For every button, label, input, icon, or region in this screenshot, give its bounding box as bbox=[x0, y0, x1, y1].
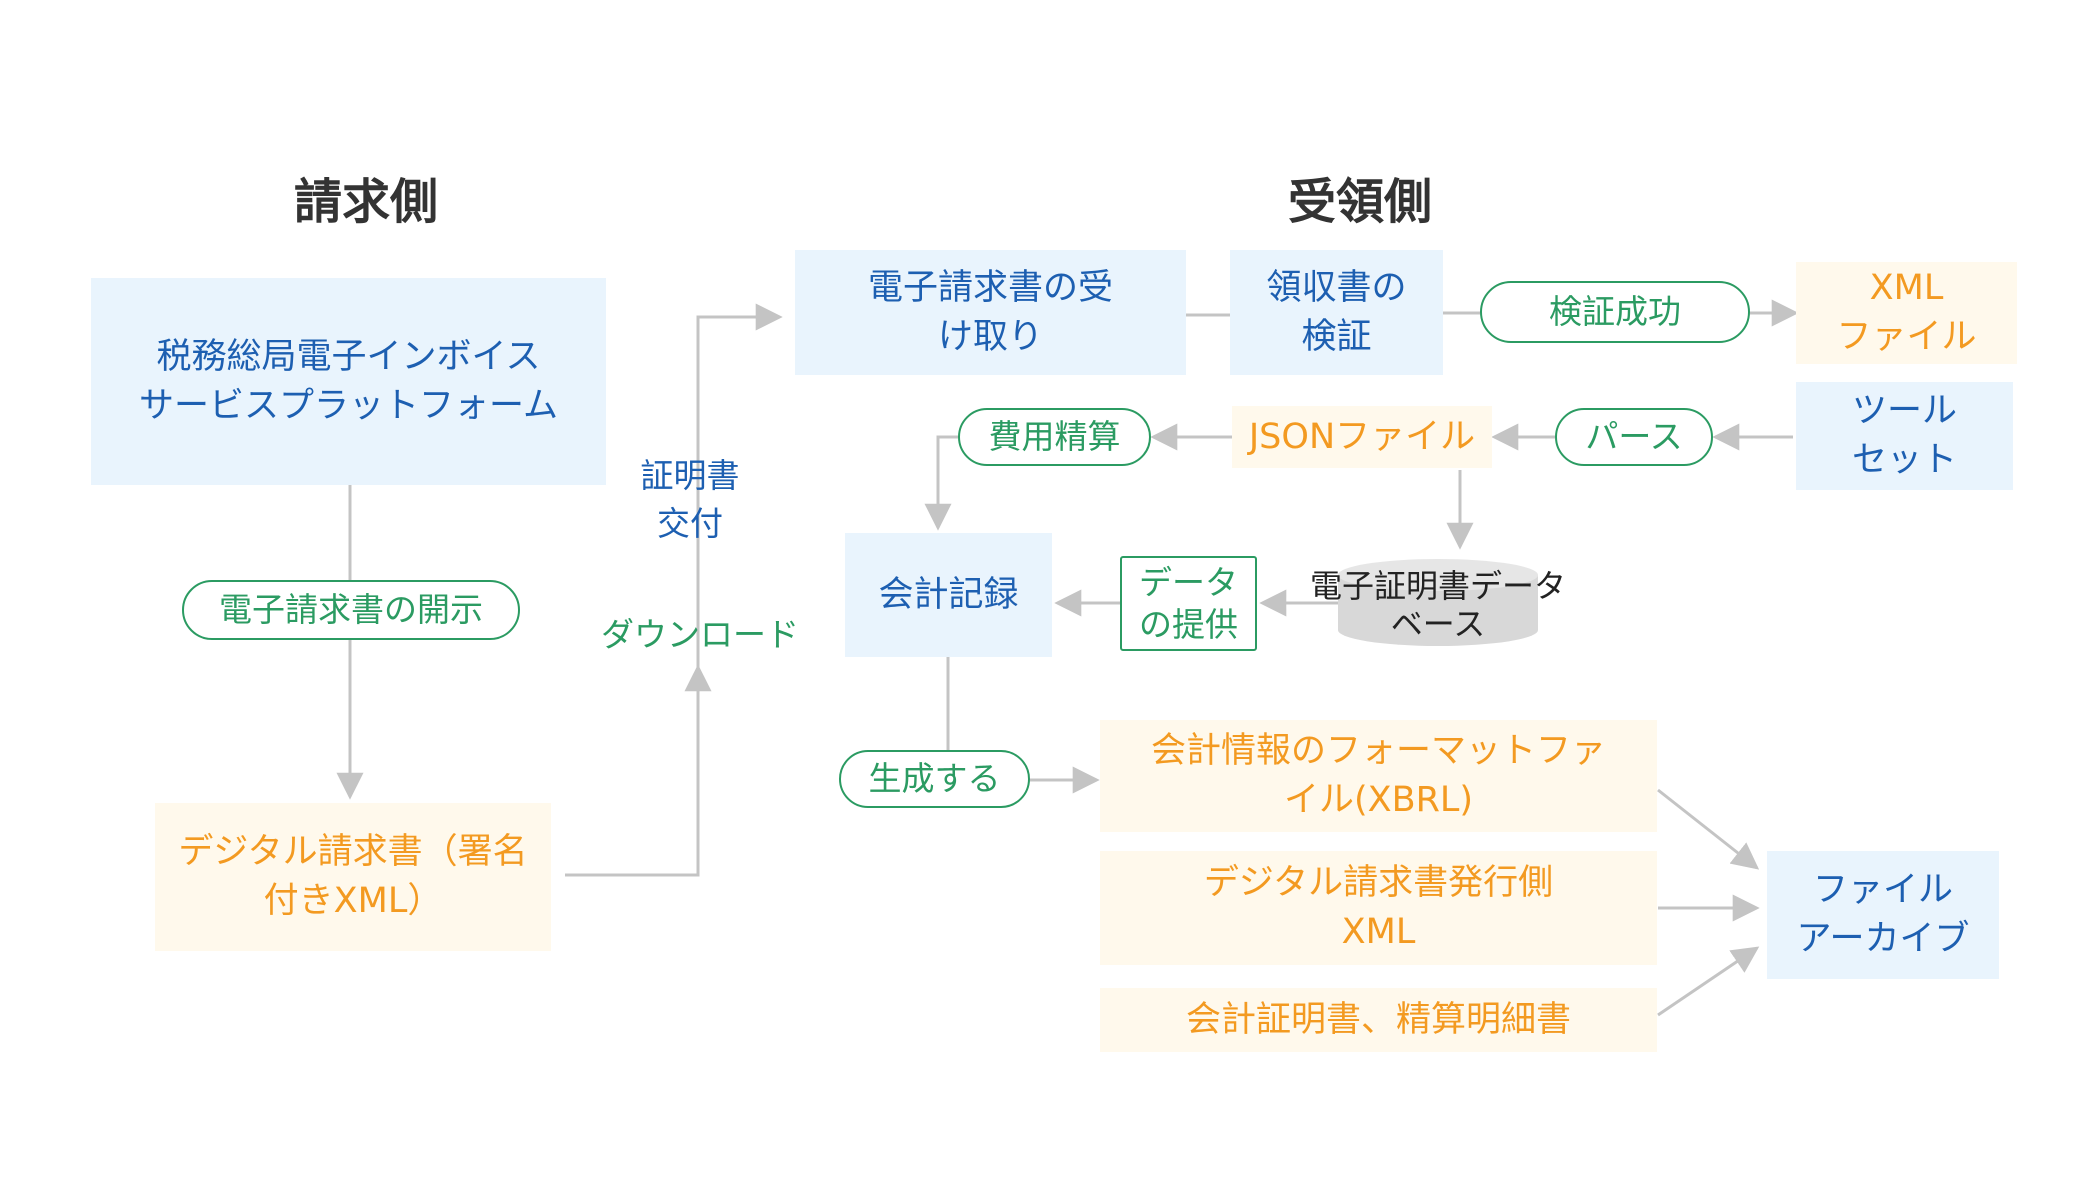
digital-invoice-signed-line-2: 付きXML） bbox=[263, 881, 443, 921]
verify-receipt-node: 領収書の 検証 bbox=[1230, 250, 1443, 375]
verify-success-node: 検証成功 bbox=[1480, 281, 1750, 343]
verify-success-label: 検証成功 bbox=[1549, 291, 1681, 331]
file-archive-line-2: アーカイブ bbox=[1796, 919, 1970, 959]
cert-issue-line-2: 交付 bbox=[657, 504, 723, 543]
digital-invoice-signed-node: デジタル請求書（署名 付きXML） bbox=[155, 803, 551, 951]
disclose-invoice-label: 電子請求書の開示 bbox=[219, 589, 483, 629]
receive-invoice-node: 電子請求書の受 け取り bbox=[795, 250, 1186, 375]
download-text: ダウンロード bbox=[601, 615, 799, 655]
xbrl-file-line-2: イル(XBRL) bbox=[1283, 780, 1474, 820]
provide-data-node: データ の提供 bbox=[1120, 556, 1257, 651]
json-file-node: JSONファイル bbox=[1232, 406, 1492, 468]
xml-file-line-2: ファイル bbox=[1836, 317, 1977, 357]
database-cylinder bbox=[1338, 559, 1538, 646]
generate-node: 生成する bbox=[839, 750, 1030, 808]
cert-issue-line-1: 証明書 bbox=[640, 456, 740, 496]
arrow-cert-to-archive bbox=[1657, 946, 1760, 1017]
toolset-line-2: セット bbox=[1851, 440, 1957, 480]
tax-platform-line-2: サービスプラットフォーム bbox=[139, 385, 558, 426]
issuer-xml-line-1: デジタル請求書発行側 bbox=[1203, 863, 1554, 903]
expense-settlement-label: 費用精算 bbox=[988, 416, 1121, 456]
toolset-line-1: ツール bbox=[1851, 391, 1957, 431]
download-label: ダウンロード bbox=[580, 610, 820, 660]
issuer-xml-node: デジタル請求書発行側 XML bbox=[1100, 851, 1657, 965]
arrow-invoice-to-receive bbox=[565, 303, 783, 877]
accounting-cert-label: 会計証明書、精算明細書 bbox=[1185, 999, 1571, 1040]
tax-platform-node: 税務総局電子インボイス サービスプラットフォーム bbox=[91, 278, 606, 485]
arrow-xbrl-to-archive bbox=[1657, 788, 1760, 870]
json-file-label: JSONファイル bbox=[1248, 416, 1476, 457]
receive-invoice-line-1: 電子請求書の受 bbox=[867, 267, 1113, 308]
cert-issue-label: 証明書 交付 bbox=[610, 445, 770, 555]
cert-database-line-1: 電子証明書データ bbox=[1310, 566, 1567, 605]
cert-database-label: 電子証明書データ ベース bbox=[1310, 565, 1566, 645]
sender-side-title: 請求側 bbox=[293, 174, 439, 230]
provide-data-line-2: の提供 bbox=[1139, 604, 1238, 644]
parse-node: パース bbox=[1555, 408, 1713, 466]
verify-receipt-line-1: 領収書の bbox=[1266, 267, 1407, 308]
digital-invoice-signed-line-1: デジタル請求書（署名 bbox=[178, 832, 528, 872]
verify-receipt-line-2: 検証 bbox=[1301, 316, 1372, 357]
arrow-expense-to-accounting bbox=[924, 435, 958, 531]
receiver-side-title: 受領側 bbox=[1287, 174, 1433, 230]
parse-label: パース bbox=[1585, 416, 1683, 456]
receive-invoice-line-2: け取り bbox=[937, 316, 1043, 357]
cert-database-line-2: ベース bbox=[1390, 605, 1486, 643]
disclose-invoice-node: 電子請求書の開示 bbox=[182, 580, 520, 640]
xbrl-file-line-1: 会計情報のフォーマットファ bbox=[1150, 731, 1606, 771]
tax-platform-line-1: 税務総局電子インボイス bbox=[156, 336, 541, 377]
accounting-record-node: 会計記録 bbox=[845, 533, 1052, 657]
xml-file-node: XML ファイル bbox=[1796, 262, 2017, 364]
xml-file-line-1: XML bbox=[1869, 268, 1944, 308]
file-archive-line-1: ファイル bbox=[1812, 870, 1953, 910]
toolset-node: ツール セット bbox=[1796, 382, 2013, 490]
file-archive-node: ファイル アーカイブ bbox=[1767, 851, 1999, 979]
issuer-xml-line-2: XML bbox=[1341, 912, 1416, 952]
accounting-cert-node: 会計証明書、精算明細書 bbox=[1100, 988, 1657, 1052]
accounting-record-label: 会計記録 bbox=[878, 574, 1019, 615]
expense-settlement-node: 費用精算 bbox=[958, 408, 1151, 466]
xbrl-file-node: 会計情報のフォーマットファ イル(XBRL) bbox=[1100, 720, 1657, 832]
provide-data-line-1: データ bbox=[1139, 563, 1238, 603]
generate-label: 生成する bbox=[868, 758, 1001, 798]
